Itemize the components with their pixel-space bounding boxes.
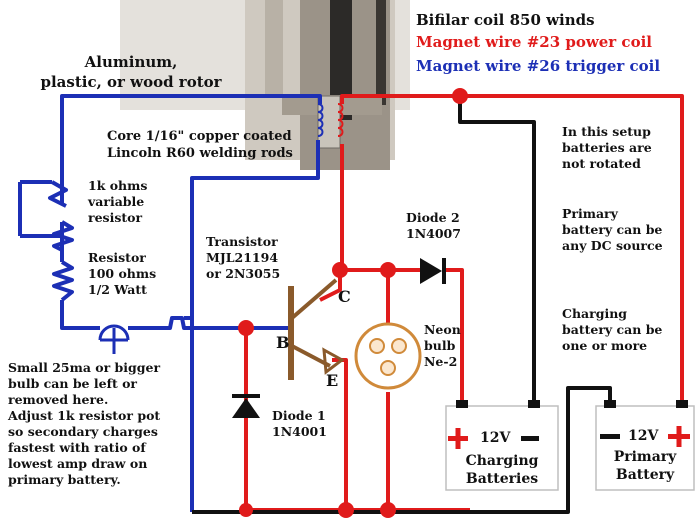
neon-line-2: bulb — [424, 338, 456, 353]
charging-note: Charging battery can be one or more — [562, 306, 662, 354]
neon-bulb-symbol — [354, 322, 422, 390]
transistor-base-label: B — [276, 333, 290, 352]
bulb-note: Small 25ma or bigger bulb can be left or… — [8, 360, 160, 488]
coil-title: Bifilar coil 850 winds — [416, 11, 595, 29]
neon-line-3: Ne-2 — [424, 354, 458, 369]
resistor-line-3: 1/2 Watt — [88, 282, 147, 297]
variable-resistor-line-1: 1k ohms — [88, 178, 148, 193]
power-coil-label: Magnet wire #23 power coil — [416, 33, 652, 51]
charging-note-line-1: Charging — [562, 306, 628, 321]
setup-note: In this setup batteries are not rotated — [562, 124, 652, 172]
transistor-collector-label: C — [338, 287, 351, 306]
variable-resistor-line-2: variable — [88, 194, 145, 209]
diode-1-symbol — [232, 394, 260, 418]
diode-2-label: Diode 2 1N4007 — [406, 210, 461, 242]
power-coil — [337, 103, 344, 137]
setup-note-line-1: In this setup — [562, 124, 651, 139]
bulb-note-line-8: primary battery. — [8, 472, 121, 487]
resistor-line-2: 100 ohms — [88, 266, 157, 281]
charging-battery-box — [445, 400, 559, 491]
charging-battery-label: Charging Batteries — [446, 452, 558, 488]
primary-battery-line-1: Primary — [613, 449, 677, 465]
transistor-line-1: Transistor — [206, 234, 278, 249]
rotor-label: Aluminum, plastic, or wood rotor — [34, 52, 228, 92]
bulb-note-line-1: Small 25ma or bigger — [8, 360, 161, 375]
bulb-note-line-2: bulb can be left or — [8, 376, 137, 391]
transistor-symbol — [288, 278, 345, 380]
variable-resistor-label: 1k ohms variable resistor — [88, 178, 147, 226]
core-rod — [317, 95, 341, 149]
primary-note-line-3: any DC source — [562, 238, 663, 253]
diode-2-line-1: Diode 2 — [406, 210, 460, 225]
bulb-note-line-3: removed here. — [8, 392, 109, 407]
setup-note-line-2: batteries are — [562, 140, 652, 155]
transistor-emitter-label: E — [326, 371, 339, 390]
primary-note-line-2: battery can be — [562, 222, 663, 237]
primary-note-line-1: Primary — [562, 206, 618, 221]
transistor-label: Transistor MJL21194 or 2N3055 — [206, 234, 280, 282]
primary-battery-line-2: Battery — [615, 467, 675, 483]
common-wire — [192, 96, 612, 514]
charging-battery-voltage: 12V — [480, 430, 511, 446]
bulb-note-line-7: lowest amp draw on — [8, 456, 148, 471]
diode-2-symbol — [420, 258, 446, 284]
bulb-note-line-4: Adjust 1k resistor pot — [8, 408, 161, 423]
core-label: Core 1/16" copper coated Lincoln R60 wel… — [107, 128, 293, 162]
bulb-note-line-5: so secondary charges — [8, 424, 158, 439]
variable-resistor-line-3: resistor — [88, 210, 143, 225]
neon-line-1: Neon — [424, 322, 461, 337]
transistor-line-3: or 2N3055 — [206, 266, 281, 281]
resistor-label: Resistor 100 ohms 1/2 Watt — [88, 250, 156, 298]
trigger-coil-label: Magnet wire #26 trigger coil — [416, 57, 661, 75]
rotor-label-line-2: plastic, or wood rotor — [40, 73, 222, 91]
charging-note-line-3: one or more — [562, 338, 648, 353]
bulb-note-line-6: fastest with ratio of — [8, 440, 146, 455]
diode-1-line-2: 1N4001 — [272, 424, 327, 439]
setup-note-line-3: not rotated — [562, 156, 641, 171]
charging-battery-line-2: Batteries — [465, 471, 539, 487]
primary-battery-label: Primary Battery — [596, 448, 694, 484]
diode-1-line-1: Diode 1 — [272, 408, 326, 423]
primary-battery-box — [595, 400, 695, 491]
charging-note-line-2: battery can be — [562, 322, 663, 337]
resistor-line-1: Resistor — [88, 250, 146, 265]
primary-note: Primary battery can be any DC source — [562, 206, 663, 254]
rotor-label-line-1: Aluminum, — [84, 53, 178, 71]
junction-dots — [238, 88, 468, 518]
transistor-line-2: MJL21194 — [206, 250, 279, 265]
charging-battery-line-1: Charging — [465, 453, 539, 469]
trigger-coil — [317, 103, 324, 137]
rotor-photo — [120, 0, 410, 170]
small-bulb — [98, 324, 130, 354]
core-label-line-1: Core 1/16" copper coated — [107, 129, 292, 144]
primary-battery-voltage: 12V — [628, 428, 659, 444]
diode-1-label: Diode 1 1N4001 — [272, 408, 327, 440]
neon-bulb-label: Neon bulb Ne-2 — [424, 322, 461, 370]
diode-2-line-2: 1N4007 — [406, 226, 461, 241]
core-label-line-2: Lincoln R60 welding rods — [107, 146, 293, 161]
